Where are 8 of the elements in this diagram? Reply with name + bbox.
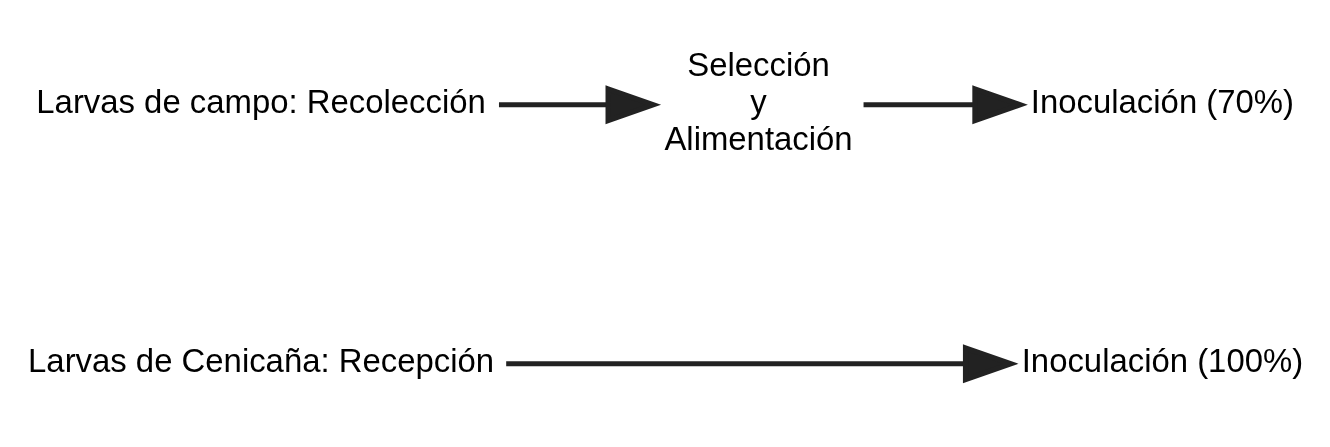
arrow <box>506 343 1019 383</box>
node-text: Larvas de Cenicaña: Recepción <box>28 341 495 379</box>
node-text: Larvas de campo: Recolección <box>36 82 486 120</box>
node-text: Inoculación (70%) <box>1030 82 1295 120</box>
node-text: Selección y Alimentación <box>664 45 853 157</box>
arrow <box>863 84 1028 124</box>
arrow <box>498 84 662 124</box>
node-text: Inoculación (100%) <box>1021 341 1304 379</box>
